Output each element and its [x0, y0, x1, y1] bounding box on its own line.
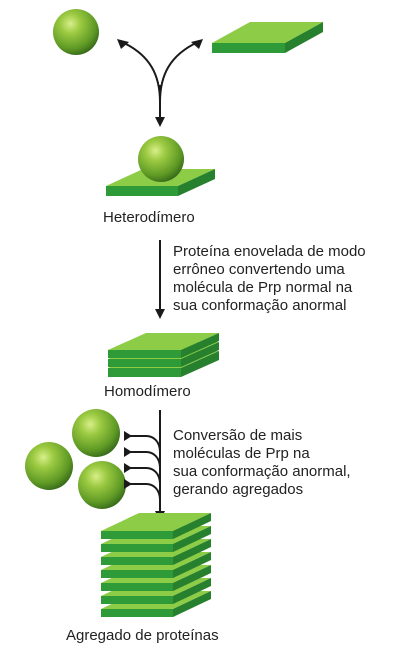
heterodimer-label: Heterodímero [103, 209, 195, 226]
step2-line: moléculas de Prp na [173, 445, 310, 462]
aggregate-slab [101, 513, 211, 539]
converging-arrows [130, 410, 165, 521]
protein-aggregate-icon [101, 513, 211, 617]
step2-line: gerando agregados [173, 481, 304, 498]
step2-description: Conversão de mais moléculas de Prp na su… [173, 427, 351, 499]
normal-prp-sphere-icon [72, 409, 120, 457]
step1-description: Proteína enovelada de modo errôneo conve… [173, 243, 366, 315]
step1-line: sua conformação anormal [173, 297, 347, 314]
arrow-icon [130, 451, 161, 469]
arrow-icon [130, 483, 161, 501]
homodimer-label: Homodímero [104, 383, 191, 400]
normal-prp-sphere-icon [78, 461, 126, 509]
step2-line: sua conformação anormal, [173, 463, 351, 480]
heterodimer-icon [106, 136, 215, 196]
converging-arrows [121, 41, 199, 127]
aggregate-label: Agregado de proteínas [66, 627, 219, 644]
arrow-icon [130, 467, 161, 485]
step1-line: errôneo convertendo uma [173, 261, 345, 278]
arrow-icon [130, 435, 161, 453]
normal-prp-sphere-icon [53, 9, 99, 55]
arrow-icon [121, 41, 161, 103]
normal-prp-sphere-icon [25, 442, 73, 490]
step2-line: Conversão de mais [173, 427, 303, 444]
misfolded-prp-slab-icon [212, 22, 323, 53]
homodimer-icon [108, 333, 219, 377]
step1-line: Proteína enovelada de modo [173, 243, 366, 260]
step1-line: molécula de Prp normal na [173, 279, 353, 296]
arrow-icon [159, 41, 199, 103]
